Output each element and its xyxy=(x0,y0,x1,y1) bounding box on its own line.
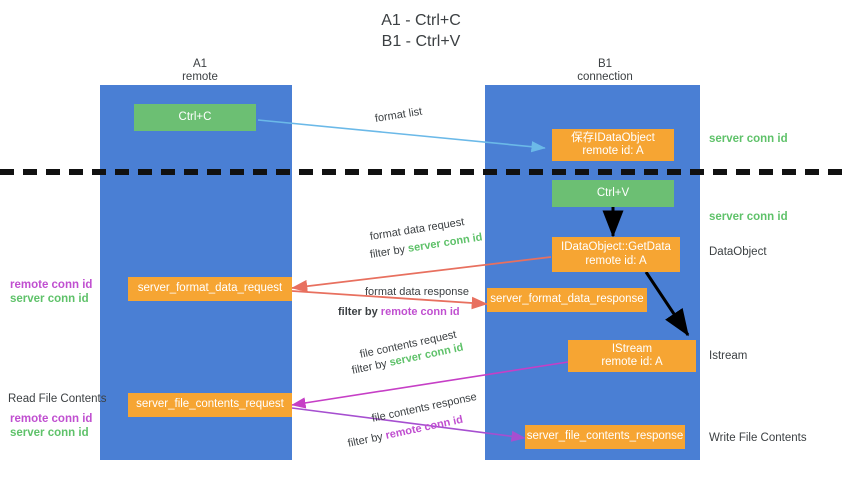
diagram-title: A1 - Ctrl+C B1 - Ctrl+V xyxy=(0,10,842,52)
column-b1-name: B1 xyxy=(597,58,613,70)
filter-by-text-2: filter by xyxy=(338,306,378,318)
column-b1-sub: connection xyxy=(577,71,633,83)
side-label-remote-conn-id-1: remote conn id xyxy=(10,279,93,291)
edge-label-format-data-response-text: format data response xyxy=(365,286,469,298)
node-ctrl-c-label: Ctrl+C xyxy=(178,110,212,123)
column-header-a1: A1 remote xyxy=(140,58,260,84)
title-line-2: B1 - Ctrl+V xyxy=(381,33,461,50)
node-ctrl-v-label: Ctrl+V xyxy=(596,186,630,199)
side-label-dataobject: DataObject xyxy=(709,246,767,258)
side-label-write-file-contents: Write File Contents xyxy=(709,432,807,444)
remote-conn-id-text-1: remote conn id xyxy=(380,306,460,318)
edge-label-format-data-response: format data response xyxy=(365,285,469,299)
side-label-server-conn-id-3: server conn id xyxy=(10,293,89,305)
side-label-istream: Istream xyxy=(709,350,748,362)
filter-by-text-1: filter by xyxy=(369,243,406,261)
side-label-server-conn-id-4: server conn id xyxy=(10,427,89,439)
side-label-server-conn-id-1: server conn id xyxy=(709,133,788,145)
node-server-file-contents-response[interactable]: server_file_contents_response xyxy=(525,425,685,449)
node-server-format-data-response-label: server_format_data_response xyxy=(490,293,644,306)
node-server-file-contents-request[interactable]: server_file_contents_request xyxy=(128,393,292,417)
filter-by-text-3: filter by xyxy=(350,357,388,377)
node-istream[interactable]: IStream remote id: A xyxy=(568,340,696,372)
node-idataobject[interactable]: 保存IDataObject remote id: A xyxy=(552,129,674,161)
node-ctrl-c[interactable]: Ctrl+C xyxy=(134,104,256,131)
side-label-remote-conn-id-2: remote conn id xyxy=(10,413,93,425)
node-getdata-line2: remote id: A xyxy=(585,254,647,267)
edge-label-format-list: format list xyxy=(374,105,423,126)
node-idataobject-line2: remote id: A xyxy=(582,145,644,157)
node-getdata-line1: IDataObject::GetData xyxy=(561,241,671,253)
node-server-format-data-response[interactable]: server_format_data_response xyxy=(487,288,647,312)
filter-by-text-4: filter by xyxy=(346,430,384,450)
node-server-file-contents-request-label: server_file_contents_request xyxy=(136,398,284,411)
side-label-read-file-contents: Read File Contents xyxy=(8,393,107,405)
node-istream-line2: remote id: A xyxy=(601,356,663,368)
node-server-file-contents-response-label: server_file_contents_response xyxy=(526,430,684,443)
node-istream-line1: IStream xyxy=(611,342,653,355)
column-a1-sub: remote xyxy=(182,71,218,83)
title-line-1: A1 - Ctrl+C xyxy=(381,12,461,29)
column-a1-name: A1 xyxy=(192,58,208,70)
node-idataobject-line1: 保存IDataObject xyxy=(571,131,655,144)
node-ctrl-v[interactable]: Ctrl+V xyxy=(552,180,674,207)
column-header-b1: B1 connection xyxy=(535,58,675,84)
edge-label-format-data-response-filter: filter by remote conn id xyxy=(338,305,460,319)
edge-label-format-list-text: format list xyxy=(374,105,424,125)
side-label-server-conn-id-2: server conn id xyxy=(709,211,788,223)
node-server-format-data-request[interactable]: server_format_data_request xyxy=(128,277,292,301)
node-getdata[interactable]: IDataObject::GetData remote id: A xyxy=(552,237,680,272)
node-server-format-data-request-label: server_format_data_request xyxy=(137,282,283,295)
